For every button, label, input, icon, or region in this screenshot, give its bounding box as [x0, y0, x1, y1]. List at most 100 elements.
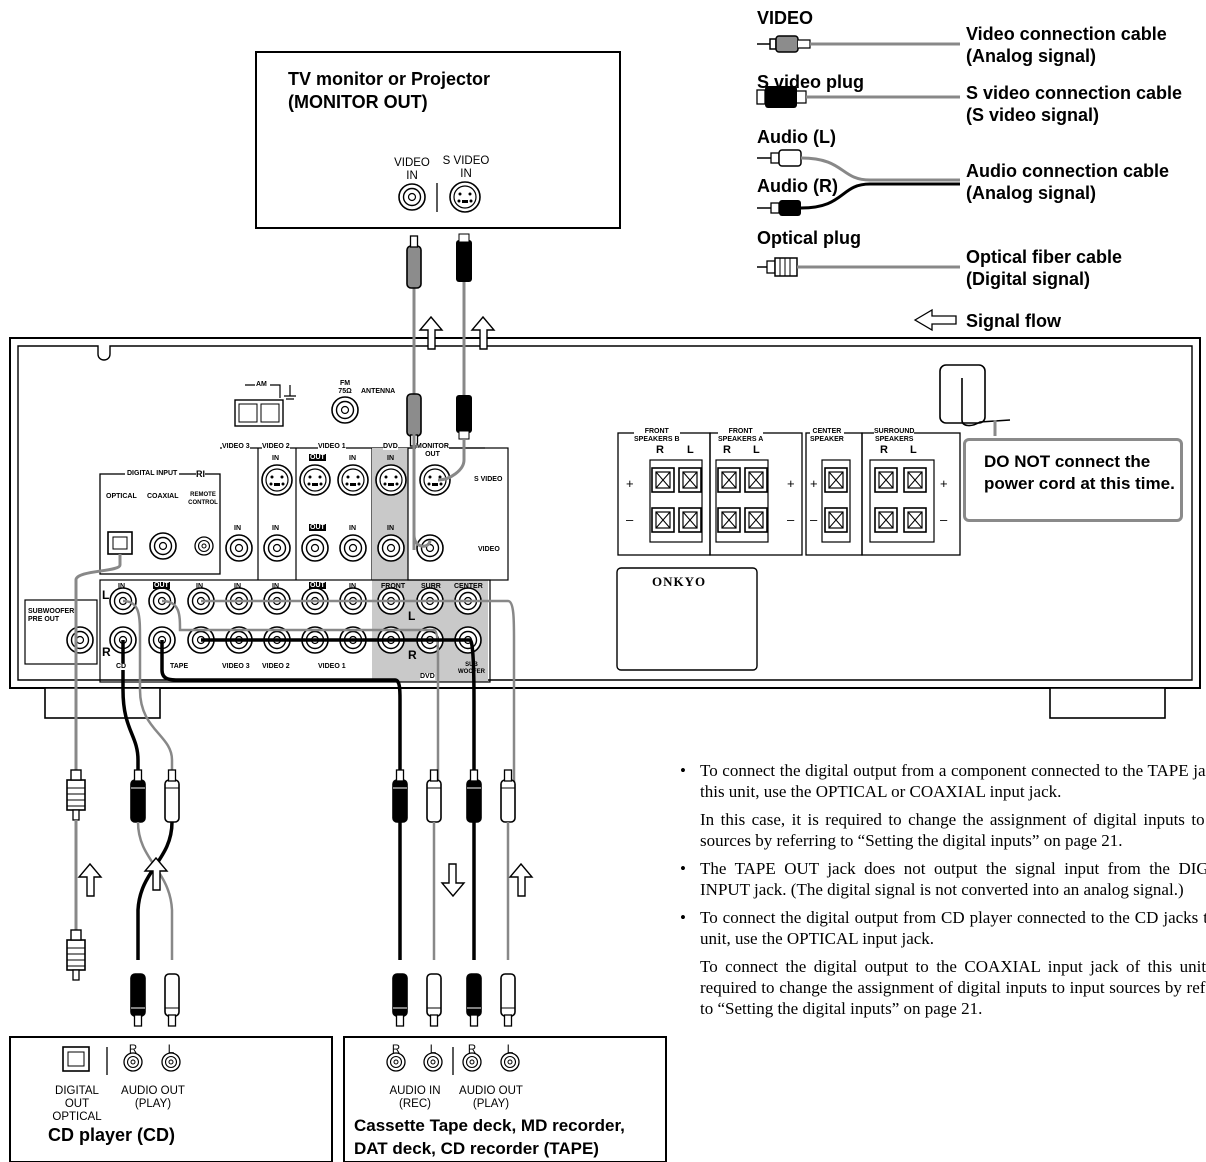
- cd-audio-out-label: AUDIO OUT(PLAY): [121, 1085, 185, 1110]
- in-label: IN: [118, 583, 125, 590]
- video-row-label: VIDEO: [478, 546, 500, 553]
- cd-player-title: CD player (CD): [48, 1125, 176, 1145]
- signal-flow-arrow-icon: [78, 863, 102, 897]
- minus-label: –: [940, 512, 948, 527]
- tape-l-label: L: [506, 1044, 514, 1056]
- l-label: L: [910, 444, 917, 456]
- in-label: IN: [349, 583, 356, 590]
- tv-video-in-jack: [398, 183, 426, 211]
- out-label: OUT: [309, 454, 326, 461]
- fm-antenna-jack: [331, 396, 359, 424]
- tape-audio-out-label: AUDIO OUT(PLAY): [459, 1085, 523, 1110]
- tape-deck-title: Cassette Tape deck, MD recorder,DAT deck…: [354, 1116, 625, 1158]
- plus-label: +: [626, 476, 634, 491]
- subwoofer-pre-out-jack: [66, 626, 94, 654]
- tv-monitor-title: TV monitor or Projector(MONITOR OUT): [288, 69, 491, 112]
- l-label: L: [753, 444, 760, 456]
- plus-label: +: [810, 476, 818, 491]
- in-label: IN: [349, 525, 356, 532]
- r-label: R: [656, 444, 664, 456]
- out-label: OUT: [309, 582, 326, 589]
- minus-label: –: [787, 512, 795, 527]
- tape-r-label: R: [467, 1044, 477, 1056]
- coaxial-input-jack: [149, 532, 177, 560]
- in-label: IN: [272, 455, 279, 462]
- video2-label: VIDEO 2: [262, 443, 290, 450]
- legend-svideo-cable-icon: [756, 86, 960, 108]
- note-sub: To connect the digital output to the COA…: [700, 957, 1206, 1018]
- in-label: IN: [349, 455, 356, 462]
- in-label: IN: [234, 525, 241, 532]
- optical-input-jack: [107, 531, 133, 555]
- dvd-label: DVD: [383, 443, 398, 450]
- in-label: IN: [272, 583, 279, 590]
- minus-label: –: [810, 512, 818, 527]
- legend-audio-r-label: Audio (R): [757, 176, 838, 196]
- remote-control-jack: [194, 536, 214, 556]
- am-antenna-terminal: [234, 384, 296, 427]
- cd-optical-out-jack: [62, 1046, 90, 1072]
- legend-video-cable-label: Video connection cable(Analog signal): [966, 24, 1167, 66]
- optical-fiber-cable: [66, 554, 122, 981]
- notes-list: •To connect the digital output from a co…: [676, 760, 1206, 1026]
- digital-input-label: DIGITAL INPUT: [125, 470, 180, 477]
- onkyo-label-box: [616, 567, 758, 671]
- legend-optical-cable-label: Optical fiber cable(Digital signal): [966, 247, 1123, 289]
- in-label: IN: [196, 583, 203, 590]
- signal-flow-arrow-icon: [441, 863, 465, 897]
- out-label: OUT: [153, 582, 170, 589]
- signal-flow-arrow-icon: [913, 308, 957, 332]
- signal-flow-arrow-icon: [509, 863, 533, 897]
- note-sub: In this case, it is required to change t…: [700, 810, 1206, 850]
- out-label: OUT: [309, 524, 326, 531]
- legend-audio-cable-label: Audio connection cable(Analog signal): [966, 161, 1170, 203]
- in-label: IN: [272, 525, 279, 532]
- plus-label: +: [940, 476, 948, 491]
- front-label: FRONT: [381, 583, 406, 590]
- center-label: CENTER: [454, 583, 483, 590]
- tape-r-label: R: [391, 1044, 401, 1056]
- legend-video-cable-icon: [757, 35, 960, 53]
- warning-box: DO NOT connect the power cord at this ti…: [963, 438, 1183, 522]
- l-label: L: [408, 609, 416, 623]
- svideo-cable: [437, 233, 472, 482]
- in-label: IN: [387, 455, 394, 462]
- cd-l-label: L: [167, 1044, 175, 1056]
- tv-svideo-in-jack: [449, 181, 481, 213]
- cd-r-label: R: [128, 1044, 138, 1056]
- video1-label: VIDEO 1: [318, 663, 346, 670]
- legend-optical-plug-label: Optical plug: [757, 228, 862, 248]
- l-label: L: [687, 444, 694, 456]
- s-video-row-label: S VIDEO: [474, 476, 503, 483]
- antenna-label: ANTENNA: [361, 388, 396, 395]
- cd-label: CD: [116, 663, 127, 670]
- in-label: IN: [234, 583, 241, 590]
- dvd-label: DVD: [420, 673, 435, 680]
- onkyo-logo: ONKYO: [652, 574, 707, 589]
- video3-label: VIDEO 3: [222, 443, 250, 450]
- legend-video-plug-label: VIDEO: [757, 8, 814, 28]
- r-label: R: [102, 645, 111, 659]
- legend-svideo-cable-label: S video connection cable(S video signal): [966, 83, 1183, 125]
- plus-label: +: [787, 476, 795, 491]
- video1-label: VIDEO 1: [318, 443, 346, 450]
- r-label: R: [723, 444, 731, 456]
- tv-monitor-box: [255, 51, 621, 229]
- video3-label: VIDEO 3: [222, 663, 250, 670]
- tape-audio-cables: [160, 599, 516, 1027]
- in-label: IN: [387, 525, 394, 532]
- ri-label: RI: [196, 469, 205, 479]
- video2-label: VIDEO 2: [262, 663, 290, 670]
